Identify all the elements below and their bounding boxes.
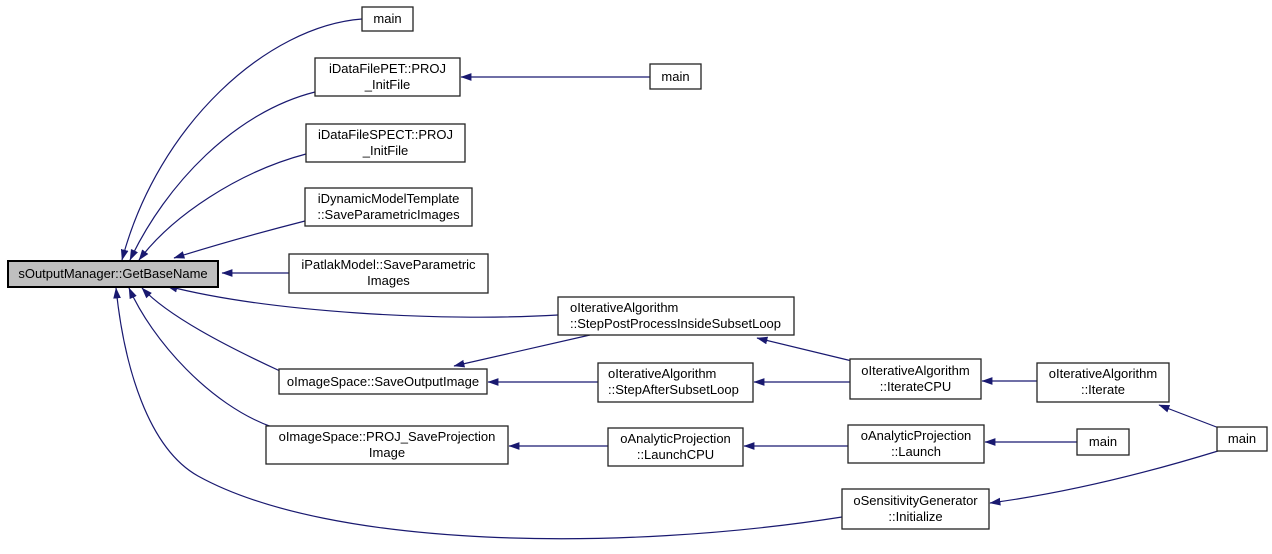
- edge-steppostprocess-to-getbasename: [166, 284, 559, 318]
- node-main-right-caller[interactable]: main: [1216, 426, 1268, 452]
- node-label-line2: ::StepPostProcessInsideSubsetLoop: [570, 316, 781, 331]
- node-box: [304, 187, 473, 227]
- node-box: [1216, 426, 1268, 452]
- node-osensitivitygenerator-initialize[interactable]: oSensitivityGenerator ::Initialize: [841, 488, 990, 530]
- node-label-line2: ::Iterate: [1081, 382, 1125, 397]
- node-idatafilepet-proj-initfile[interactable]: iDataFilePET::PROJ _InitFile: [314, 57, 461, 97]
- node-label-line1: oAnalyticProjection: [620, 431, 731, 446]
- node-oanalyticprojection-launch[interactable]: oAnalyticProjection ::Launch: [847, 424, 985, 464]
- node-label: main: [661, 69, 689, 84]
- node-label-line2: _InitFile: [364, 77, 411, 92]
- node-label-line2: _InitFile: [362, 143, 409, 158]
- node-box: [314, 57, 461, 97]
- node-label-line1: oAnalyticProjection: [861, 428, 972, 443]
- node-label-line1: iDataFilePET::PROJ: [329, 61, 446, 76]
- node-oimagespace-saveoutputimage[interactable]: oImageSpace::SaveOutputImage: [278, 368, 488, 395]
- edge-initialize-to-getbasename: [113, 287, 843, 540]
- node-layer: main iDataFilePET::PROJ _InitFile main i…: [7, 6, 1268, 530]
- node-box: [1036, 362, 1170, 403]
- node-box: [361, 6, 414, 32]
- node-label-line2: ::StepAfterSubsetLoop: [608, 382, 739, 397]
- node-main-pet-caller[interactable]: main: [649, 63, 702, 90]
- node-label: oImageSpace::SaveOutputImage: [287, 374, 479, 389]
- node-box: [278, 368, 488, 395]
- node-label-line1: iDataFileSPECT::PROJ: [318, 127, 453, 142]
- edge-steppostprocess-to-saveoutputimage: [453, 334, 591, 368]
- node-box: [305, 123, 466, 163]
- node-main-top[interactable]: main: [361, 6, 414, 32]
- node-label-line1: oImageSpace::PROJ_SaveProjection: [279, 429, 496, 444]
- node-oiterativealgorithm-stepaftersubsetloop[interactable]: oIterativeAlgorithm ::StepAfterSubsetLoo…: [597, 362, 754, 403]
- node-label: sOutputManager::GetBaseName: [18, 266, 207, 281]
- node-box: [557, 296, 795, 336]
- node-box: [597, 362, 754, 403]
- node-label-line1: iDynamicModelTemplate: [318, 191, 460, 206]
- node-main-launch-caller[interactable]: main: [1076, 428, 1130, 456]
- node-label-line1: oIterativeAlgorithm: [861, 363, 969, 378]
- node-label-line2: ::LaunchCPU: [637, 447, 714, 462]
- node-idynamicmodeltemplate-saveparametricimages[interactable]: iDynamicModelTemplate ::SaveParametricIm…: [304, 187, 473, 227]
- node-label-line2: ::SaveParametricImages: [317, 207, 460, 222]
- edge-layer: [113, 18, 1220, 540]
- node-label-line1: oSensitivityGenerator: [853, 493, 978, 508]
- edge-main-top-to-getbasename: [120, 18, 363, 261]
- node-label-line1: oIterativeAlgorithm: [570, 300, 678, 315]
- node-label-line2: ::Initialize: [888, 509, 942, 524]
- node-box: [265, 425, 509, 465]
- node-box: [607, 427, 744, 467]
- node-box: [7, 260, 219, 288]
- node-box: [1076, 428, 1130, 456]
- node-oimagespace-proj-saveprojectionimage[interactable]: oImageSpace::PROJ_SaveProjection Image: [265, 425, 509, 465]
- node-label-line2: Images: [367, 273, 410, 288]
- edge-iteratecpu-to-steppostprocess: [756, 336, 853, 362]
- node-box: [847, 424, 985, 464]
- node-oiterativealgorithm-iteratecpu[interactable]: oIterativeAlgorithm ::IterateCPU: [849, 358, 982, 400]
- edge-projsaveprojection-to-getbasename: [128, 287, 273, 428]
- node-idatafilespect-proj-initfile[interactable]: iDataFileSPECT::PROJ _InitFile: [305, 123, 466, 163]
- node-label-line1: oIterativeAlgorithm: [608, 366, 716, 381]
- node-label-line1: oIterativeAlgorithm: [1049, 366, 1157, 381]
- node-box: [841, 488, 990, 530]
- node-box: [288, 253, 489, 294]
- node-ipatlakmodel-saveparametricimages[interactable]: iPatlakModel::SaveParametric Images: [288, 253, 489, 294]
- edge-main-right-to-initialize: [989, 450, 1219, 506]
- node-oiterativealgorithm-steppostprocessinsidesubsetloop[interactable]: oIterativeAlgorithm ::StepPostProcessIns…: [557, 296, 795, 336]
- node-label: main: [1228, 431, 1256, 446]
- node-label: main: [1089, 434, 1117, 449]
- node-label-line1: iPatlakModel::SaveParametric: [301, 257, 476, 272]
- node-label: main: [373, 11, 401, 26]
- node-box: [649, 63, 702, 90]
- edge-saveoutputimage-to-getbasename: [141, 287, 281, 372]
- node-box: [849, 358, 982, 400]
- node-label-line2: ::Launch: [891, 444, 941, 459]
- node-oiterativealgorithm-iterate[interactable]: oIterativeAlgorithm ::Iterate: [1036, 362, 1170, 403]
- edge-idynamicmodeltemplate-to-getbasename: [173, 220, 306, 259]
- edge-idatafilepet-to-getbasename: [129, 91, 316, 261]
- node-label-line2: Image: [369, 445, 405, 460]
- node-oanalyticprojection-launchcpu[interactable]: oAnalyticProjection ::LaunchCPU: [607, 427, 744, 467]
- node-label-line2: ::IterateCPU: [880, 379, 952, 394]
- edge-idatafilespect-to-getbasename: [138, 153, 307, 261]
- edge-main-right-to-iterate: [1158, 404, 1220, 429]
- node-soutputmanager-getbasename: sOutputManager::GetBaseName: [7, 260, 219, 288]
